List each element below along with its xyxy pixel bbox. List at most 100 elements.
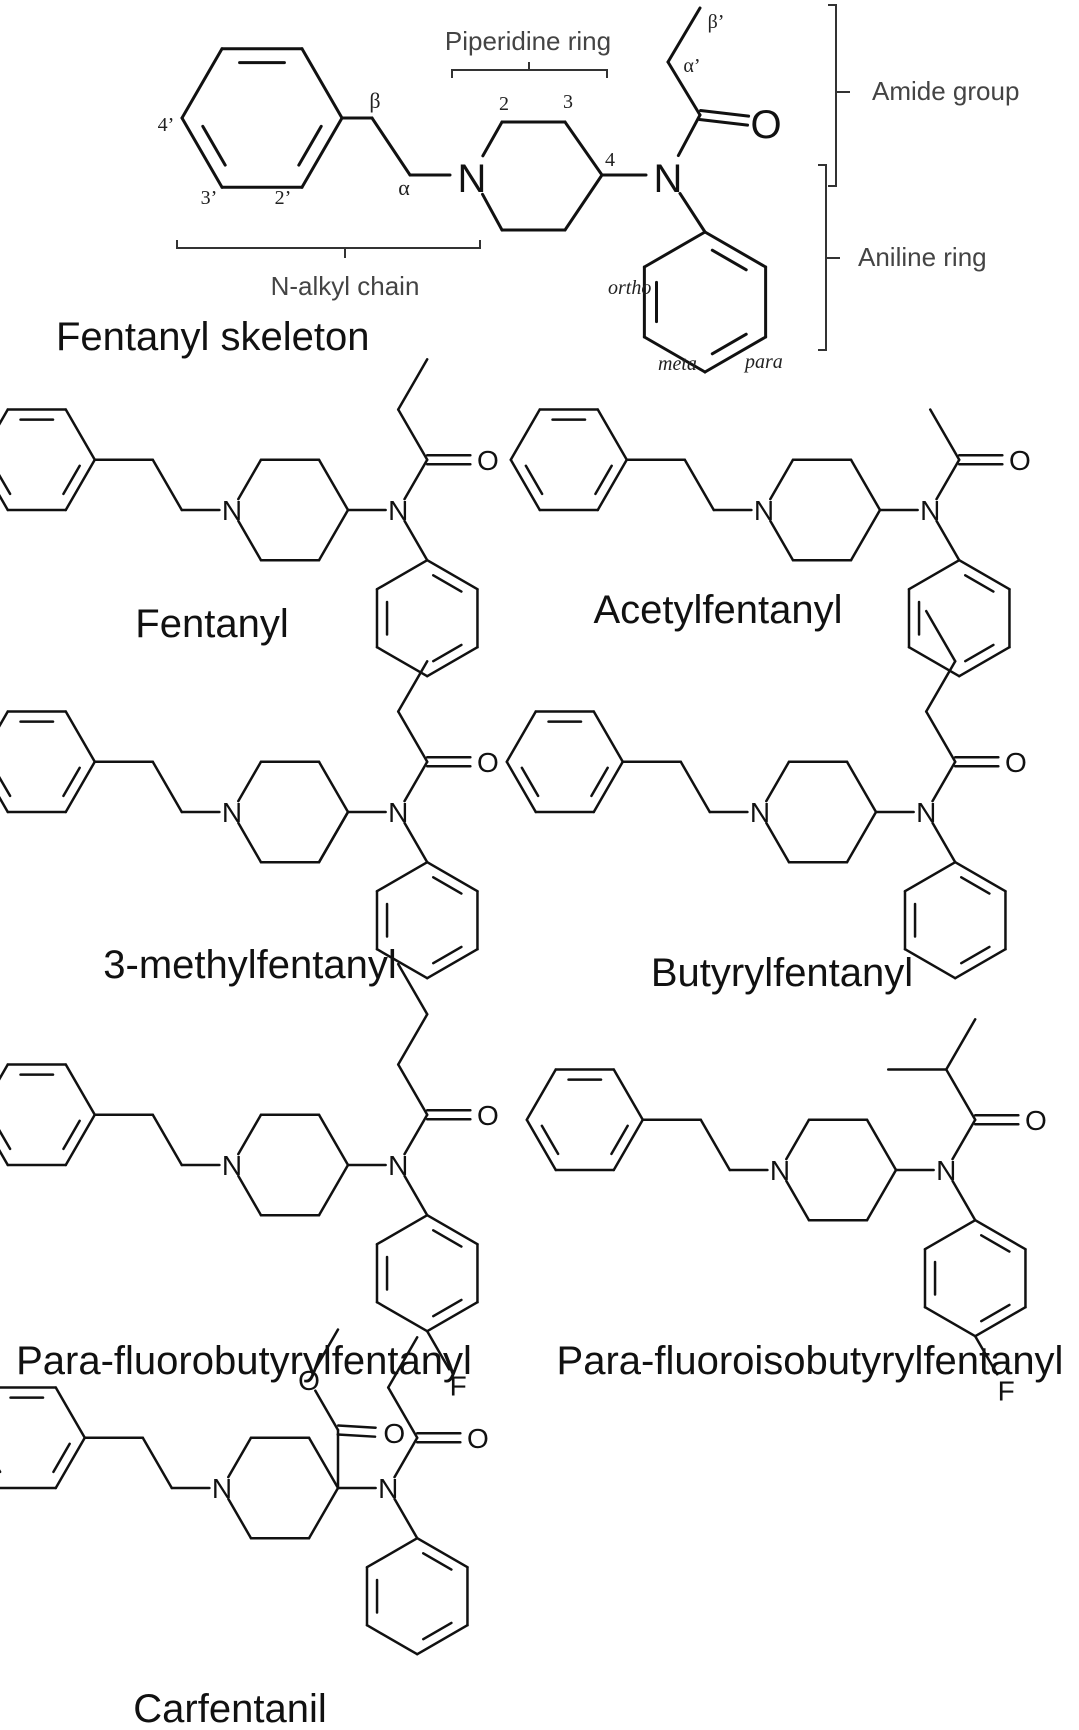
phenyl-ring-bond xyxy=(0,710,10,728)
piperidine-ring-bond xyxy=(227,1497,253,1540)
acyl-chain-bond xyxy=(396,660,429,713)
amide-bond xyxy=(951,1118,977,1161)
carbonyl-oxygen-atom: O xyxy=(467,1423,489,1454)
acyl-chain-bond xyxy=(396,962,429,1016)
n-alkyl-chain-bond xyxy=(683,458,716,512)
amide-group-bracket xyxy=(828,4,850,187)
n-aryl-bond xyxy=(393,1497,419,1540)
carbonyl-oxygen-atom: O xyxy=(477,445,499,476)
ester-oxygen-atom: O xyxy=(298,1365,320,1396)
amide-nitrogen-atom: N xyxy=(378,1473,398,1504)
piperidine-nitrogen-atom: N xyxy=(754,495,774,526)
phenyl-ring-bond xyxy=(592,710,625,764)
fluoro-bond xyxy=(425,1329,451,1371)
skeleton-alkyl-chain-bond xyxy=(370,116,412,177)
phenyl-ring-double-bond xyxy=(62,464,81,496)
skeleton-aniline-ring-double-bond xyxy=(710,248,748,272)
phenyl-ring-bond xyxy=(505,760,538,814)
phenyl-ring-double-bond xyxy=(0,473,12,496)
aniline-ring-bond xyxy=(425,1300,479,1333)
skeleton-carbonyl-double-bond xyxy=(697,117,750,127)
carbonyl-oxygen-atom: O xyxy=(750,103,781,147)
piperidine-ring-bond xyxy=(785,1118,811,1161)
piperidine-ring-bond xyxy=(317,760,350,814)
acyl-chain-bond xyxy=(396,1063,429,1117)
skeleton-aniline-ring-bond xyxy=(703,335,768,374)
skeleton-title: Fentanyl skeleton xyxy=(56,315,370,359)
aniline-ring-double-bond xyxy=(980,1303,1011,1323)
phenyl-ring-bond xyxy=(509,458,542,512)
amide-nitrogen-atom: N xyxy=(654,157,683,201)
acyl-chain-bond xyxy=(924,660,957,713)
position-beta-prime-label: β’ xyxy=(708,11,725,33)
ester-carbonyl-bond xyxy=(337,1424,377,1429)
acyl-chain-bond xyxy=(396,710,429,764)
aniline-ring-double-bond xyxy=(432,876,463,895)
piperidine-ring-bracket xyxy=(451,62,608,78)
ortho-position-label: ortho xyxy=(608,277,651,299)
piperidine-ring-bond xyxy=(307,1436,340,1490)
piperidine-ring-bond xyxy=(237,760,263,803)
carbonyl-oxygen-atom: O xyxy=(477,747,499,778)
aniline-ring-double-bond xyxy=(422,1552,453,1571)
aniline-ring-bond xyxy=(375,1213,429,1246)
n-alkyl-chain-bond xyxy=(151,1113,184,1167)
aniline-ring-double-bond xyxy=(980,1234,1011,1253)
piperidine-ring-label: Piperidine ring xyxy=(445,26,611,56)
phenyl-ring-double-bond xyxy=(594,464,613,496)
n-aryl-bond xyxy=(403,1174,429,1217)
phenyl-ring-bond xyxy=(525,1068,558,1122)
acyl-chain-bond xyxy=(386,1336,419,1389)
skeleton-acyl-chain-bond xyxy=(666,6,702,64)
ester-carbonyl-oxygen-atom: O xyxy=(383,1418,405,1449)
piperidine-ring-bond xyxy=(845,810,878,864)
piperidine-nitrogen-atom: N xyxy=(222,1150,242,1181)
n-aryl-bond xyxy=(951,1179,977,1222)
amide-nitrogen-atom: N xyxy=(388,1150,408,1181)
skeleton-acyl-chain-bond xyxy=(666,60,702,117)
phenyl-ring-bond xyxy=(592,760,625,814)
position-2-prime-label: 2’ xyxy=(275,187,292,209)
aniline-ring-double-bond xyxy=(432,945,463,965)
position-4-prime-label: 4’ xyxy=(158,114,175,136)
aniline-ring-double-bond xyxy=(960,876,991,895)
skeleton-phenyl-ring-bond xyxy=(180,47,224,120)
aniline-ring-bond xyxy=(973,1305,1027,1338)
carbonyl-oxygen-atom: O xyxy=(1009,445,1031,476)
position-alpha-label: α xyxy=(398,175,410,200)
piperidine-nitrogen-atom: N xyxy=(212,1473,232,1504)
aniline-ring-bond xyxy=(425,1213,479,1246)
piperidine-ring-bond xyxy=(845,760,878,814)
phenyl-ring-double-bond xyxy=(540,1124,560,1156)
aniline-ring-bond xyxy=(907,645,961,678)
carbonyl-oxygen-atom: O xyxy=(477,1100,499,1131)
aniline-ring-bond xyxy=(953,947,1007,980)
n-aryl-bond xyxy=(935,519,961,562)
piperidine-position-3-label: 3 xyxy=(563,91,573,113)
phenyl-ring-double-bond xyxy=(62,1119,81,1151)
meta-position-label: meta xyxy=(658,353,697,375)
amide-nitrogen-atom: N xyxy=(936,1155,956,1186)
phenyl-ring-bond xyxy=(525,1118,558,1172)
skeleton-piperidine-bond xyxy=(481,192,504,232)
aniline-ring-bond xyxy=(425,860,479,893)
aniline-ring-double-bond xyxy=(422,1621,453,1641)
piperidine-ring-bond xyxy=(849,458,882,512)
piperidine-ring-bond xyxy=(769,458,795,501)
phenyl-ring-bond xyxy=(64,710,97,764)
phenyl-ring-bond xyxy=(64,458,97,512)
aniline-ring-bond xyxy=(953,860,1007,893)
phenyl-ring-bond xyxy=(54,1436,87,1490)
skeleton-n-aryl-bond xyxy=(678,191,707,234)
piperidine-ring-bond xyxy=(317,1163,350,1217)
n-alkyl-chain-bond xyxy=(699,1118,732,1172)
piperidine-ring-bond xyxy=(237,519,263,562)
aniline-ring-bond xyxy=(903,947,957,980)
position-beta-label: β xyxy=(369,88,380,113)
acyl-chain-bond xyxy=(396,408,429,462)
skeleton-position-labels: 4’ 3’ 2’ β α 2 3 4 α’ β’ ortho meta para xyxy=(158,11,783,375)
